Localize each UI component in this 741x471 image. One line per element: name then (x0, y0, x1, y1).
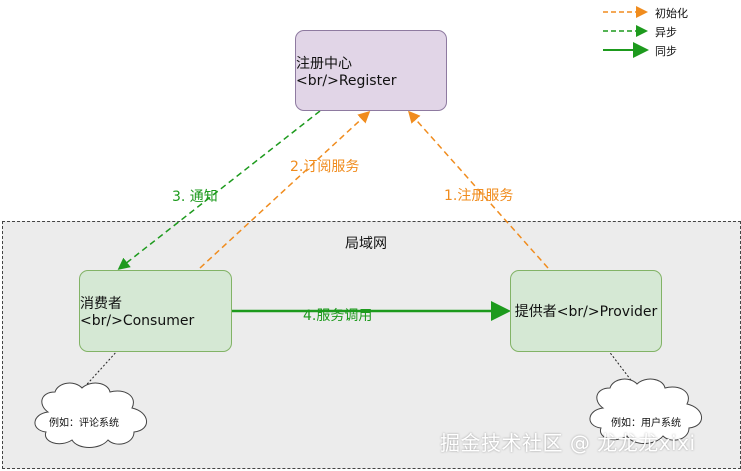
cloud-consumer-label: 例如：评论系统 (49, 418, 119, 429)
edge-notify (117, 110, 321, 270)
cloud-provider-label: 例如：用户系统 (611, 418, 681, 429)
edge-label-invoke-service: 4.服务调用 (303, 308, 373, 324)
edge-label-notify: 3. 通知 (172, 189, 218, 205)
cloud-provider-example (589, 378, 702, 444)
cloud-consumer-example (34, 382, 147, 448)
provider-node: 提供者<br/>Provider (510, 270, 662, 352)
consumer-node: 消费者<br/>Consumer (79, 270, 232, 352)
legend-async-label: 异步 (655, 26, 677, 39)
edge-label-subscribe-service: 2.订阅服务 (290, 159, 360, 175)
legend-sync-label: 同步 (655, 45, 677, 58)
edge-register-service (408, 110, 549, 269)
cloud-connector-consumer (79, 349, 119, 393)
watermark-text: 掘金技术社区 @ 龙龙龙xixi (440, 431, 696, 455)
edge-subscribe-service (199, 110, 371, 269)
register-node: 注册中心<br/>Register (295, 30, 447, 111)
legend-init-label: 初始化 (655, 7, 688, 20)
lan-region-label: 局域网 (345, 236, 387, 252)
edge-label-register-service: 1.注册服务 (444, 188, 514, 204)
